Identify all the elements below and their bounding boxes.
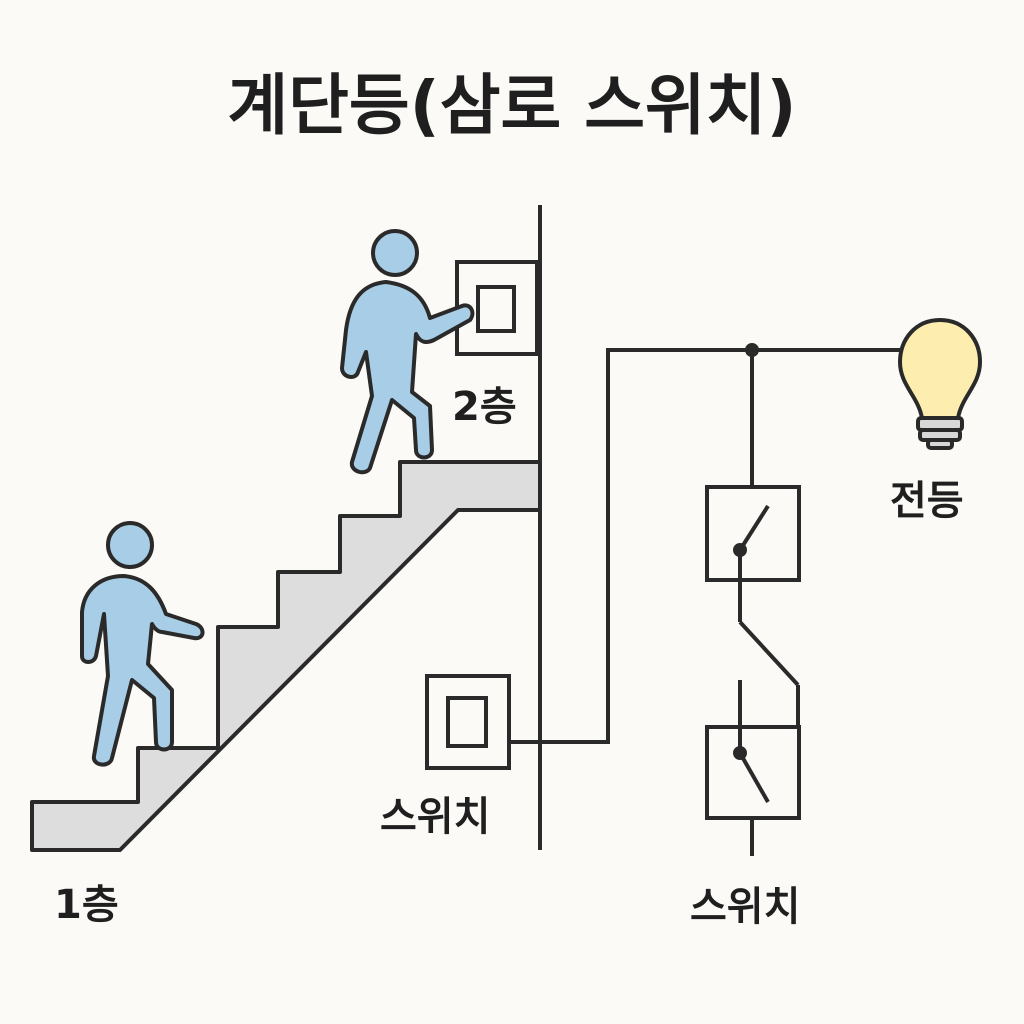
floor-1-label: 1층 <box>54 882 119 928</box>
diagram-switch-label: 스위치 <box>690 884 801 930</box>
three-way-switch-icon <box>705 485 801 582</box>
staircase <box>30 460 542 852</box>
light-bulb-icon <box>898 318 982 450</box>
wall-switch-icon <box>425 674 511 770</box>
wall-switch-label: 스위치 <box>380 794 491 840</box>
wall-switch-icon <box>455 260 539 356</box>
person-icon <box>340 229 475 475</box>
lamp-label: 전등 <box>890 478 964 524</box>
person-icon <box>80 521 205 767</box>
floor-2-label: 2층 <box>452 384 517 430</box>
page-title: 계단등(삼로 스위치) <box>227 67 797 144</box>
junction-dot <box>745 343 759 357</box>
three-way-switch-icon <box>705 725 801 820</box>
